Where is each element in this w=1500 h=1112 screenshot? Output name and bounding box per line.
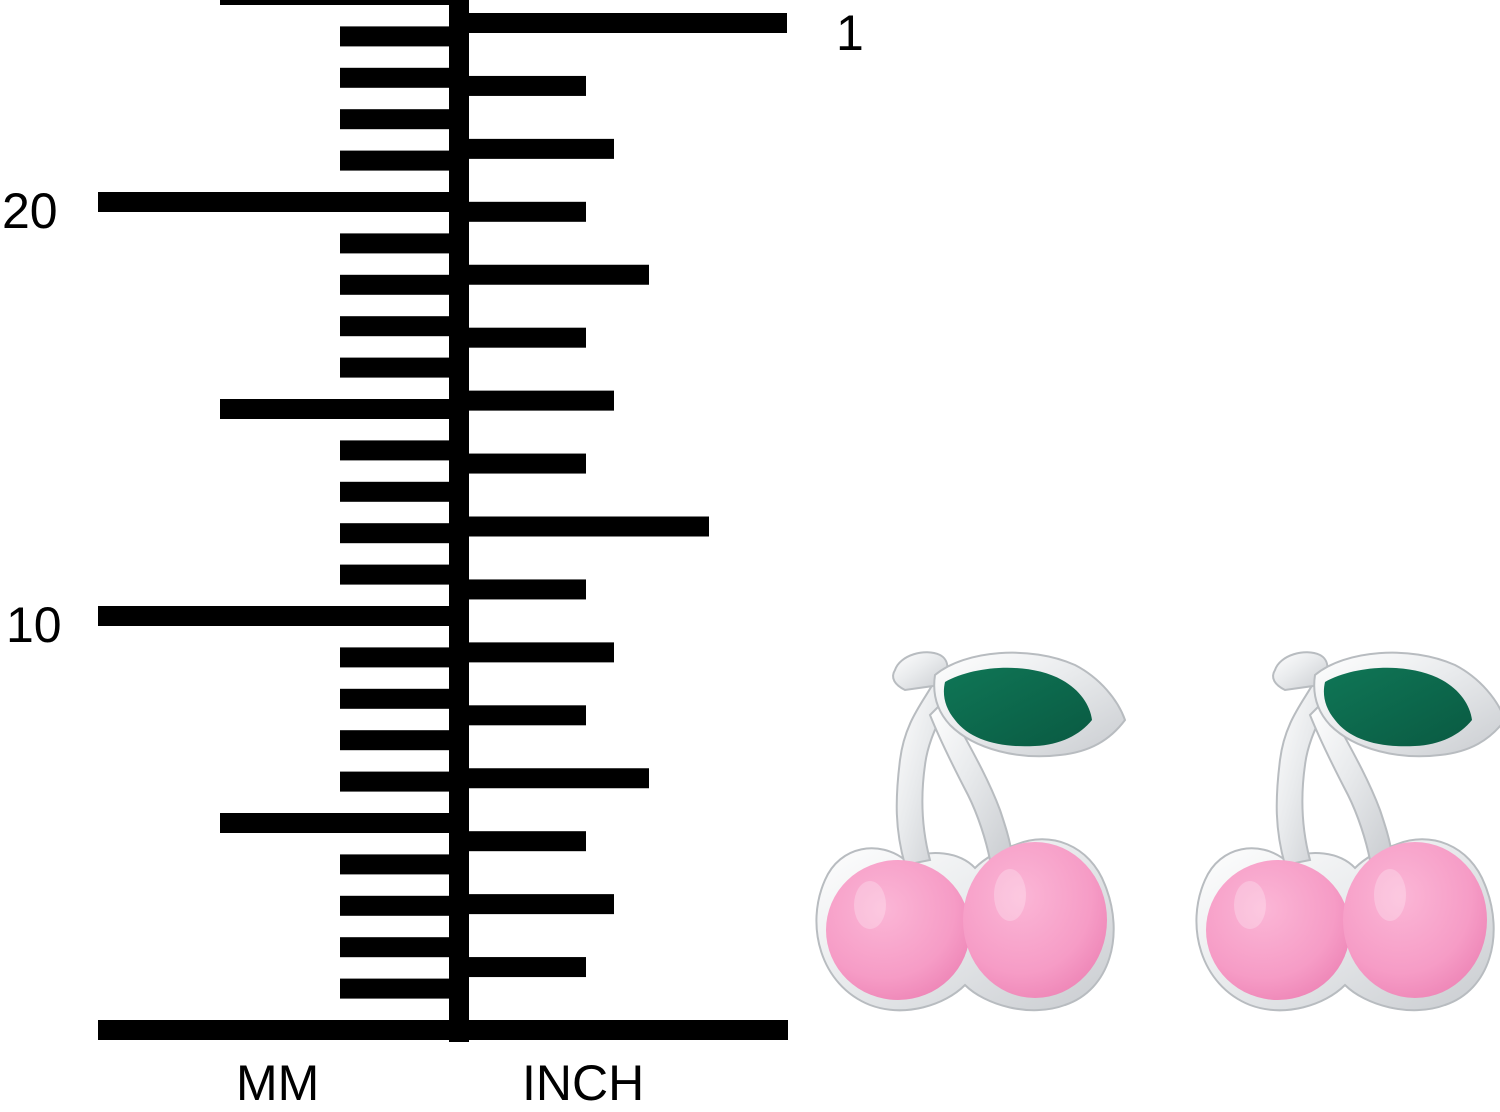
cherry-left-highlight — [1234, 881, 1266, 929]
mm-tick — [340, 647, 449, 668]
inch-tick — [469, 201, 586, 222]
mm-tick — [340, 150, 449, 171]
inch-tick — [469, 75, 586, 96]
mm-tick — [340, 564, 449, 585]
mm-tick — [340, 316, 449, 337]
mm-label-20: 20 — [2, 183, 58, 239]
mm-tick — [340, 854, 449, 875]
mm-tick — [340, 895, 449, 916]
mm-tick — [220, 399, 449, 419]
inch-tick — [469, 13, 787, 33]
cherry-right-enamel — [1343, 842, 1487, 998]
cherry-earring-left — [815, 651, 1127, 1012]
ruler-ticks — [98, 0, 788, 1042]
inch-tick — [469, 516, 709, 537]
cherry-right-enamel — [963, 842, 1107, 998]
mm-tick — [220, 813, 449, 833]
mm-tick — [340, 523, 449, 544]
mm-tick — [340, 688, 449, 709]
inch-tick — [469, 579, 586, 600]
inch-tick — [469, 390, 614, 411]
inch-tick — [469, 264, 649, 285]
mm-tick — [340, 771, 449, 792]
cherry-left-enamel — [1206, 860, 1350, 1000]
inch-tick — [469, 831, 586, 852]
ruler-spine — [449, 0, 469, 1042]
inch-tick — [469, 768, 649, 789]
leaf-enamel — [1323, 667, 1472, 747]
mm-tick — [340, 440, 449, 461]
cherry-right-highlight — [994, 869, 1026, 921]
inch-tick — [469, 642, 614, 663]
inch-unit-label: INCH — [522, 1055, 645, 1111]
cherry-left-enamel — [826, 860, 970, 1000]
inch-tick — [469, 957, 586, 978]
ruler-baseline — [98, 1020, 788, 1040]
inch-tick — [469, 705, 586, 726]
mm-tick — [340, 357, 449, 378]
inch-tick — [469, 894, 614, 915]
inch-tick — [469, 327, 586, 348]
inch-label-1: 1 — [836, 5, 864, 61]
inch-tick — [469, 453, 586, 474]
cherry-right-highlight — [1374, 869, 1406, 921]
mm-tick — [340, 233, 449, 254]
mm-unit-label: MM — [236, 1055, 320, 1111]
mm-tick — [98, 192, 449, 212]
mm-label-10: 10 — [6, 597, 62, 653]
mm-tick — [98, 606, 449, 626]
mm-tick — [340, 978, 449, 999]
mm-tick — [340, 481, 449, 502]
cherry-earring-right — [1195, 651, 1500, 1012]
mm-tick — [340, 67, 449, 88]
inch-tick — [469, 138, 614, 159]
cherry-left-highlight — [854, 881, 886, 929]
mm-tick — [340, 274, 449, 295]
mm-tick — [340, 937, 449, 958]
mm-tick — [340, 26, 449, 47]
mm-tick — [220, 0, 449, 5]
mm-tick — [340, 730, 449, 751]
mm-tick — [340, 109, 449, 130]
leaf-enamel — [943, 667, 1092, 747]
